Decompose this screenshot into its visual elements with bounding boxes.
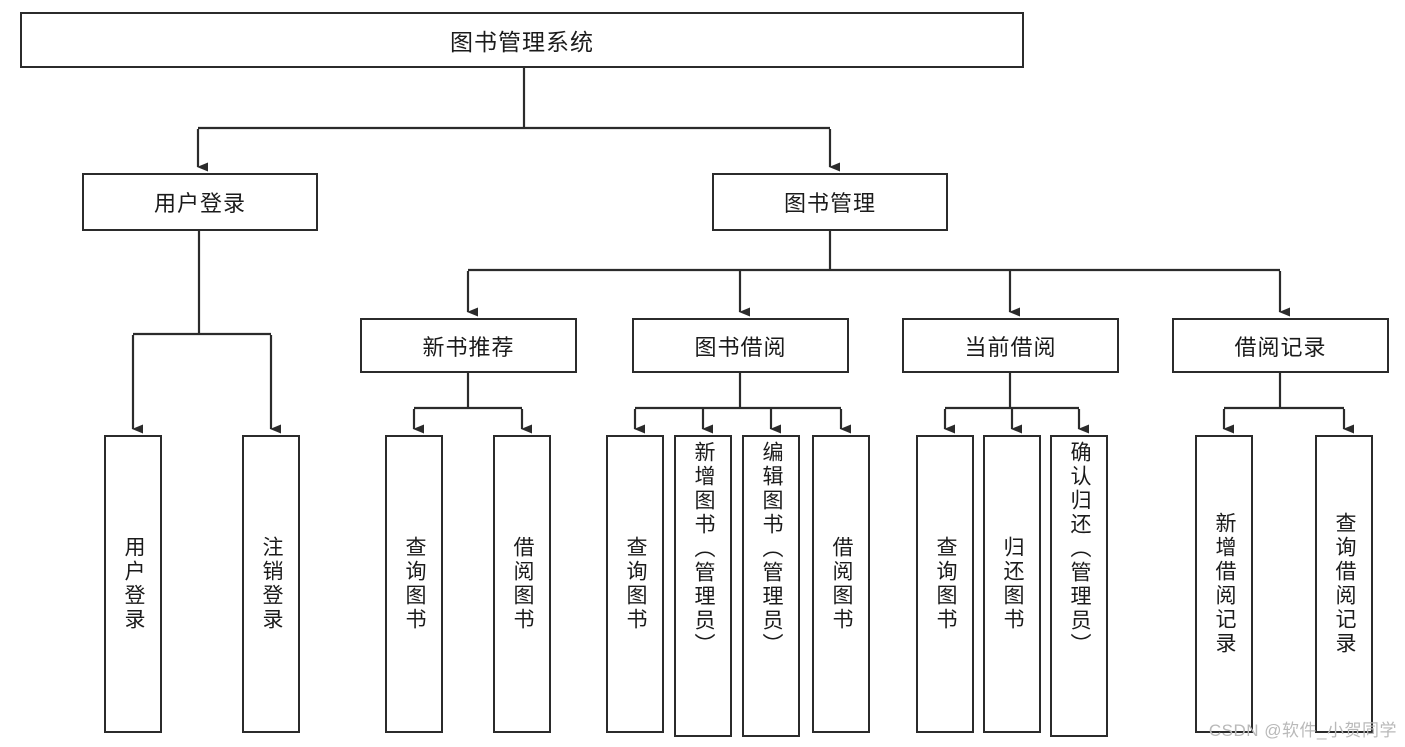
node-leaf-add-book-admin[interactable]: 新增图书（管理员） (674, 435, 732, 737)
node-borrow-record[interactable]: 借阅记录 (1172, 318, 1389, 373)
node-leaf-query-book-2[interactable]: 查询图书 (606, 435, 664, 733)
node-root-system[interactable]: 图书管理系统 (20, 12, 1024, 68)
node-leaf-query-book-3[interactable]: 查询图书 (916, 435, 974, 733)
node-leaf-user-login[interactable]: 用户登录 (104, 435, 162, 733)
node-leaf-borrow-book-2[interactable]: 借阅图书 (812, 435, 870, 733)
node-current-borrow[interactable]: 当前借阅 (902, 318, 1119, 373)
node-label: 借阅记录 (1234, 334, 1327, 360)
node-leaf-edit-book-admin[interactable]: 编辑图书（管理员） (742, 435, 800, 737)
node-leaf-add-borrow-record[interactable]: 新增借阅记录 (1195, 435, 1253, 733)
node-leaf-query-book-1[interactable]: 查询图书 (385, 435, 443, 733)
node-label: 新增借阅记录 (1213, 512, 1237, 656)
node-label: 确认归还（管理员） (1068, 441, 1092, 657)
node-label: 借阅图书 (830, 536, 854, 632)
node-label: 图书管理 (783, 191, 876, 216)
node-new-book-recommend[interactable]: 新书推荐 (360, 318, 577, 373)
node-label: 查询借阅记录 (1333, 512, 1357, 656)
node-book-management[interactable]: 图书管理 (712, 173, 948, 231)
node-label: 查询图书 (624, 536, 648, 632)
watermark-label: CSDN @软件_小贺同学 (1208, 721, 1397, 740)
node-label: 新增图书（管理员） (692, 441, 716, 657)
node-leaf-borrow-book-1[interactable]: 借阅图书 (493, 435, 551, 733)
node-leaf-return-book[interactable]: 归还图书 (983, 435, 1041, 733)
node-label: 注销登录 (260, 536, 284, 632)
node-label: 用户登录 (122, 536, 146, 632)
node-label: 图书管理系统 (450, 29, 594, 55)
node-book-borrow[interactable]: 图书借阅 (632, 318, 849, 373)
node-label: 图书借阅 (694, 334, 787, 360)
node-leaf-query-borrow-record[interactable]: 查询借阅记录 (1315, 435, 1373, 733)
node-leaf-confirm-return-admin[interactable]: 确认归还（管理员） (1050, 435, 1108, 737)
node-label: 查询图书 (934, 536, 958, 632)
node-label: 用户登录 (153, 191, 246, 216)
node-label: 归还图书 (1001, 536, 1025, 632)
node-label: 编辑图书（管理员） (760, 441, 784, 657)
node-label: 当前借阅 (964, 334, 1057, 360)
node-user-login[interactable]: 用户登录 (82, 173, 318, 231)
node-label: 新书推荐 (422, 334, 515, 360)
node-leaf-logout-login[interactable]: 注销登录 (242, 435, 300, 733)
node-label: 查询图书 (403, 536, 427, 632)
node-label: 借阅图书 (511, 536, 535, 632)
